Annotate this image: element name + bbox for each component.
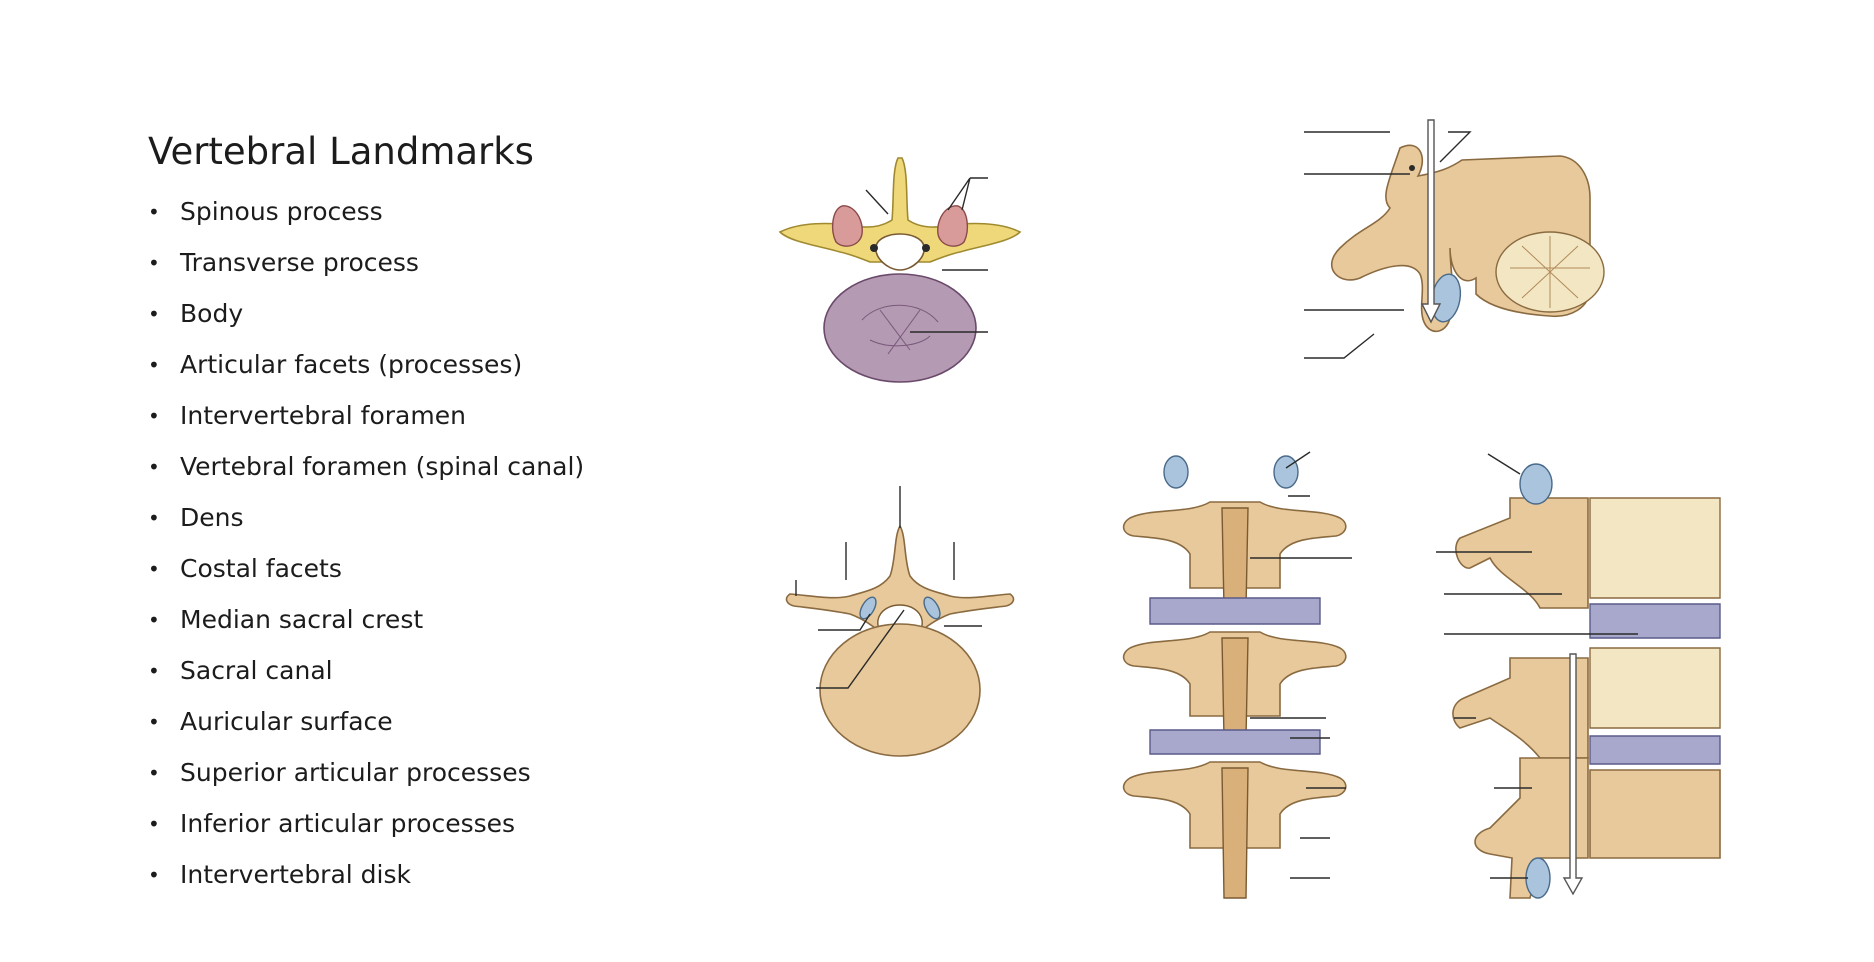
vertebra-segment-3 <box>1122 761 1347 899</box>
vertebra-segment-2 <box>1122 631 1347 739</box>
slide-title: Vertebral Landmarks <box>148 130 534 173</box>
vertebral-column-posterior-figure <box>1122 451 1352 899</box>
bullet: • <box>148 863 160 887</box>
list-item: •Body <box>148 294 584 345</box>
bullet: • <box>148 761 160 785</box>
bullet: • <box>148 506 160 530</box>
list-item: •Intervertebral disk <box>148 855 584 906</box>
bullet: • <box>148 812 160 836</box>
list-item: •Inferior articular processes <box>148 804 584 855</box>
bullet: • <box>148 710 160 734</box>
lumbar-vertebra-lateral-figure <box>1304 119 1605 359</box>
list-item: •Spinous process <box>148 192 584 243</box>
list-item: •Vertebral foramen (spinal canal) <box>148 447 584 498</box>
list-item: •Median sacral crest <box>148 600 584 651</box>
bullet: • <box>148 659 160 683</box>
vertebra-segment-1 <box>1122 501 1347 609</box>
bullet: • <box>148 251 160 275</box>
landmark-list: •Spinous process •Transverse process •Bo… <box>148 192 584 906</box>
thoracic-vertebra-superior-figure <box>785 486 1015 757</box>
bullet: • <box>148 608 160 632</box>
list-item: •Articular facets (processes) <box>148 345 584 396</box>
vertebral-column-lateral-figure <box>1436 453 1721 899</box>
bullet: • <box>148 404 160 428</box>
list-item: •Intervertebral foramen <box>148 396 584 447</box>
list-item: •Superior articular processes <box>148 753 584 804</box>
list-item: •Sacral canal <box>148 651 584 702</box>
bullet: • <box>148 455 160 479</box>
list-item: •Auricular surface <box>148 702 584 753</box>
bullet: • <box>148 200 160 224</box>
bullet: • <box>148 302 160 326</box>
list-item: •Transverse process <box>148 243 584 294</box>
bullet: • <box>148 557 160 581</box>
lumbar-vertebra-superior-figure <box>778 157 1022 383</box>
list-item: •Costal facets <box>148 549 584 600</box>
list-item: •Dens <box>148 498 584 549</box>
bullet: • <box>148 353 160 377</box>
